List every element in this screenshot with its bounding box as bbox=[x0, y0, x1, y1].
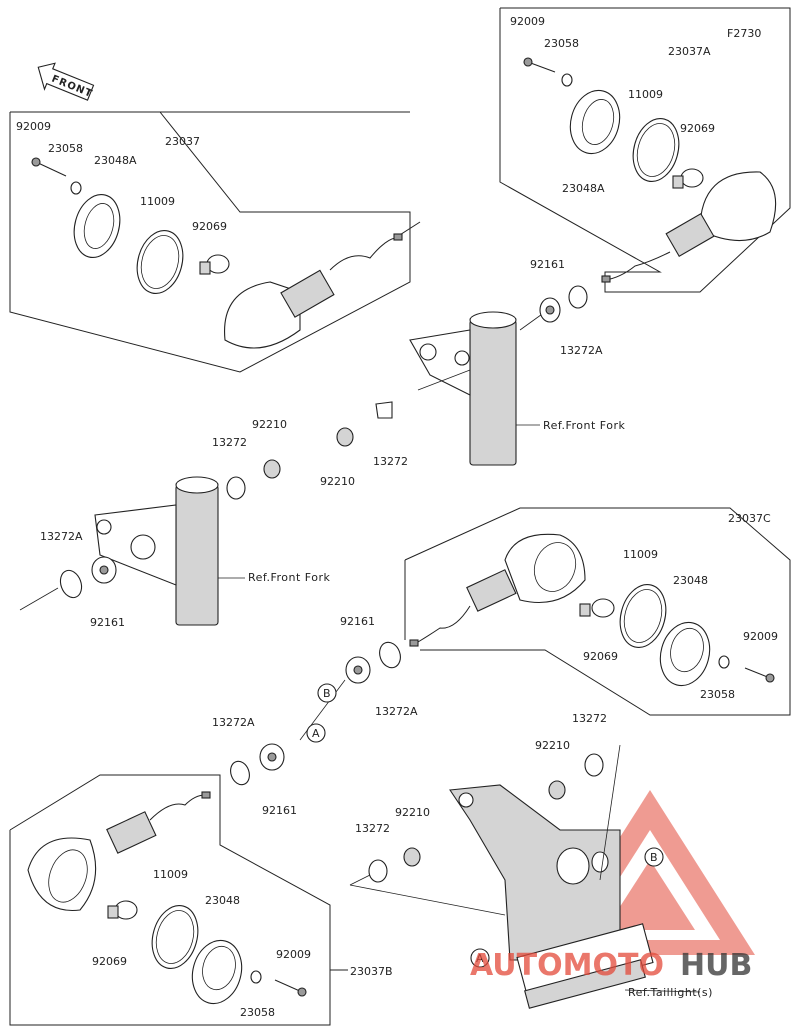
part-label: 92210 bbox=[395, 806, 430, 819]
part-label: 92009 bbox=[276, 948, 311, 961]
bulb-92069 bbox=[199, 254, 230, 275]
bolt-92009-mr bbox=[744, 667, 775, 683]
part-label: 23058 bbox=[240, 1006, 275, 1019]
part-label: 92069 bbox=[92, 955, 127, 968]
part-label: 92069 bbox=[583, 650, 618, 663]
part-label: 92161 bbox=[262, 804, 297, 817]
part-label: 13272 bbox=[572, 712, 607, 725]
part-label: 11009 bbox=[628, 88, 663, 101]
rim-23048A bbox=[73, 194, 121, 258]
callout-B-mid bbox=[317, 683, 337, 703]
label-23058: 23058 bbox=[48, 142, 83, 155]
part-label: 23037C bbox=[728, 512, 771, 525]
label-23037: 23037 bbox=[165, 135, 200, 148]
part-label: 92009 bbox=[510, 15, 545, 28]
figure-code: F2730 bbox=[727, 27, 761, 40]
assembly-23037B-group: 11009 23048 92069 92009 23037B 23058 bbox=[9, 774, 393, 1026]
part-label: 13272A bbox=[560, 344, 603, 357]
label-92069: 92069 bbox=[192, 220, 227, 233]
callout-A-bracket bbox=[470, 948, 490, 968]
front-fork-upper: 92161 13272A 13272 92210 Ref.Front Fork bbox=[320, 258, 625, 488]
part-label: 23058 bbox=[544, 37, 579, 50]
part-label: 92069 bbox=[680, 122, 715, 135]
part-label: 13272 bbox=[212, 436, 247, 449]
washer-23058 bbox=[70, 181, 82, 195]
part-label: 92210 bbox=[535, 739, 570, 752]
mounting-parts-mid: B 92161 13272A bbox=[299, 615, 418, 741]
part-label: 92161 bbox=[90, 616, 125, 629]
part-label: Ref.Front Fork bbox=[543, 419, 625, 432]
assembly-23037C-group: 23037C 11009 23048 92069 92009 23058 bbox=[404, 507, 791, 716]
part-label: 11009 bbox=[153, 868, 188, 881]
part-label: B bbox=[323, 687, 331, 700]
mounting-parts-lower: A 13272A 92161 bbox=[212, 716, 326, 817]
part-label: A bbox=[476, 952, 484, 965]
part-label: 23048 bbox=[205, 894, 240, 907]
watermark-text: AUTOMOTO HUB bbox=[470, 948, 752, 983]
front-arrow-icon: FRONT bbox=[37, 62, 95, 101]
label-23048A: 23048A bbox=[94, 154, 137, 167]
ring-11009 bbox=[136, 230, 184, 294]
front-fork-lower: 92210 13272 13272A 92161 Ref.Front Fork bbox=[19, 418, 330, 629]
watermark-part1: AUTOMOTO bbox=[470, 948, 664, 983]
part-label: 92210 bbox=[320, 475, 355, 488]
bolt-92009-tr bbox=[523, 57, 556, 73]
label-92009: 92009 bbox=[16, 120, 51, 133]
part-label: 23058 bbox=[700, 688, 735, 701]
part-label: B bbox=[650, 851, 658, 864]
rear-bracket: B A 13272 92210 13272 92210 Ref.Tailligh… bbox=[349, 712, 713, 1009]
part-label: Ref.Taillight(s) bbox=[628, 986, 713, 999]
part-label: 23037B bbox=[350, 965, 393, 978]
part-label: 23048 bbox=[673, 574, 708, 587]
part-label: 13272A bbox=[40, 530, 83, 543]
callout-A-lower bbox=[306, 723, 326, 743]
bolt-92009-ll bbox=[274, 979, 307, 997]
part-label: 11009 bbox=[623, 548, 658, 561]
part-label: 92161 bbox=[530, 258, 565, 271]
label-11009: 11009 bbox=[140, 195, 175, 208]
part-label: 13272 bbox=[373, 455, 408, 468]
part-label: 92161 bbox=[340, 615, 375, 628]
part-label: 13272A bbox=[375, 705, 418, 718]
assembly-23037A-group: 92009 23058 23037A 11009 92069 23048A bbox=[499, 7, 791, 293]
part-label: 92210 bbox=[252, 418, 287, 431]
part-label: 92009 bbox=[743, 630, 778, 643]
assembly-23037-group: 92009 23058 23048A 23037 11009 92069 bbox=[9, 111, 421, 373]
bolt-92009 bbox=[31, 157, 67, 177]
watermark-part2: HUB bbox=[680, 948, 752, 983]
part-label: A bbox=[312, 727, 320, 740]
part-label: 13272 bbox=[355, 822, 390, 835]
part-label: 23048A bbox=[562, 182, 605, 195]
part-label: Ref.Front Fork bbox=[248, 571, 330, 584]
part-label: 23037A bbox=[668, 45, 711, 58]
part-label: 13272A bbox=[212, 716, 255, 729]
callout-B-bracket bbox=[644, 847, 664, 867]
